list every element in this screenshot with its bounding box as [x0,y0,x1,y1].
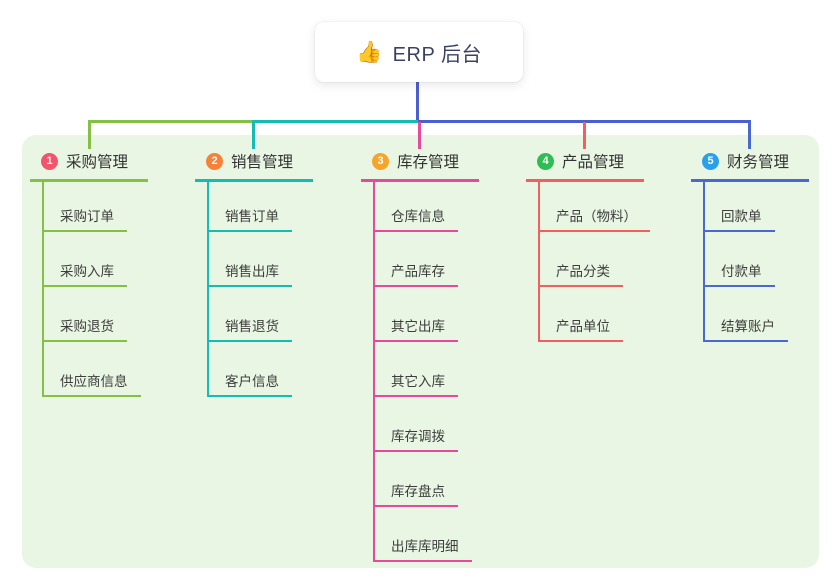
child-node[interactable]: 仓库信息 [375,205,458,232]
branch-title: 财务管理 [727,154,790,171]
branch-number-badge: 1 [41,152,58,170]
branch-drop-line [252,122,255,149]
branch-children: 销售订单 销售出库 销售退货 客户信息 [207,182,357,397]
branch-children: 产品（物料） 产品分类 产品单位 [538,182,688,342]
child-node[interactable]: 销售退货 [209,315,292,342]
child-node[interactable]: 产品分类 [540,260,623,287]
branch-5: 5 财务管理 回款单 付款单 结算账户 [691,148,839,342]
child-node-row: 客户信息 [209,342,357,397]
branch-2: 2 销售管理 销售订单 销售出库 销售退货 客户信息 [195,148,357,397]
child-node-row: 回款单 [705,182,839,232]
branch-header[interactable]: 5 财务管理 [691,148,809,182]
child-node[interactable]: 采购订单 [44,205,127,232]
child-node[interactable]: 库存调拨 [375,425,458,452]
branch-title: 销售管理 [231,154,294,171]
branch-number-badge: 2 [206,152,223,170]
connector-bus-segment [418,120,751,123]
child-node-row: 采购入库 [44,232,192,287]
child-node-row: 出库库明细 [375,507,523,562]
child-node[interactable]: 其它出库 [375,315,458,342]
child-node[interactable]: 回款单 [705,205,775,232]
child-node[interactable]: 产品（物料） [540,205,650,232]
branch-title: 库存管理 [397,154,460,171]
child-node[interactable]: 库存盘点 [375,480,458,507]
child-node[interactable]: 付款单 [705,260,775,287]
branch-number-badge: 5 [702,152,719,170]
branch-title: 产品管理 [562,154,625,171]
branch-drop-line [418,122,421,149]
child-node[interactable]: 供应商信息 [44,370,141,397]
child-node-row: 采购退货 [44,287,192,342]
branch-children: 回款单 付款单 结算账户 [703,182,839,342]
child-node[interactable]: 产品单位 [540,315,623,342]
child-node-row: 销售出库 [209,232,357,287]
child-node-row: 供应商信息 [44,342,192,397]
branch-3: 3 库存管理 仓库信息 产品库存 其它出库 其它入库 库存调拨 库存盘点 出库库… [361,148,523,562]
child-node[interactable]: 客户信息 [209,370,292,397]
child-node-row: 仓库信息 [375,182,523,232]
child-node-row: 产品库存 [375,232,523,287]
branch-4: 4 产品管理 产品（物料） 产品分类 产品单位 [526,148,688,342]
root-connector-line [416,82,419,123]
child-node[interactable]: 采购退货 [44,315,127,342]
child-node-row: 产品单位 [540,287,688,342]
branch-header[interactable]: 3 库存管理 [361,148,479,182]
child-node-row: 其它出库 [375,287,523,342]
root-node-label: ERP 后台 [392,43,482,66]
child-node[interactable]: 采购入库 [44,260,127,287]
connector-bus-segment [88,120,255,123]
child-node-row: 付款单 [705,232,839,287]
child-node[interactable]: 其它入库 [375,370,458,397]
child-node-row: 产品（物料） [540,182,688,232]
child-node[interactable]: 结算账户 [705,315,788,342]
branch-title: 采购管理 [66,154,129,171]
branch-number-badge: 3 [372,152,389,170]
child-node-row: 库存盘点 [375,452,523,507]
branch-header[interactable]: 4 产品管理 [526,148,644,182]
child-node-row: 采购订单 [44,182,192,232]
branch-1: 1 采购管理 采购订单 采购入库 采购退货 供应商信息 [30,148,192,397]
branch-number-badge: 4 [537,152,554,170]
child-node-row: 结算账户 [705,287,839,342]
branch-header[interactable]: 1 采购管理 [30,148,148,182]
branch-drop-line [88,122,91,149]
child-node-row: 销售退货 [209,287,357,342]
branch-children: 仓库信息 产品库存 其它出库 其它入库 库存调拨 库存盘点 出库库明细 [373,182,523,562]
child-node-row: 销售订单 [209,182,357,232]
child-node-row: 产品分类 [540,232,688,287]
child-node[interactable]: 出库库明细 [375,535,472,562]
connector-bus-segment [252,120,421,123]
child-node[interactable]: 销售订单 [209,205,292,232]
child-node-row: 库存调拨 [375,397,523,452]
child-node[interactable]: 销售出库 [209,260,292,287]
root-node[interactable]: 👍 ERP 后台 [315,22,523,82]
branches-background-panel [22,135,819,568]
thumbs-up-icon: 👍 [356,40,383,64]
branch-drop-line [748,122,751,149]
branch-drop-line [583,122,586,149]
child-node[interactable]: 产品库存 [375,260,458,287]
branch-header[interactable]: 2 销售管理 [195,148,313,182]
child-node-row: 其它入库 [375,342,523,397]
branch-children: 采购订单 采购入库 采购退货 供应商信息 [42,182,192,397]
